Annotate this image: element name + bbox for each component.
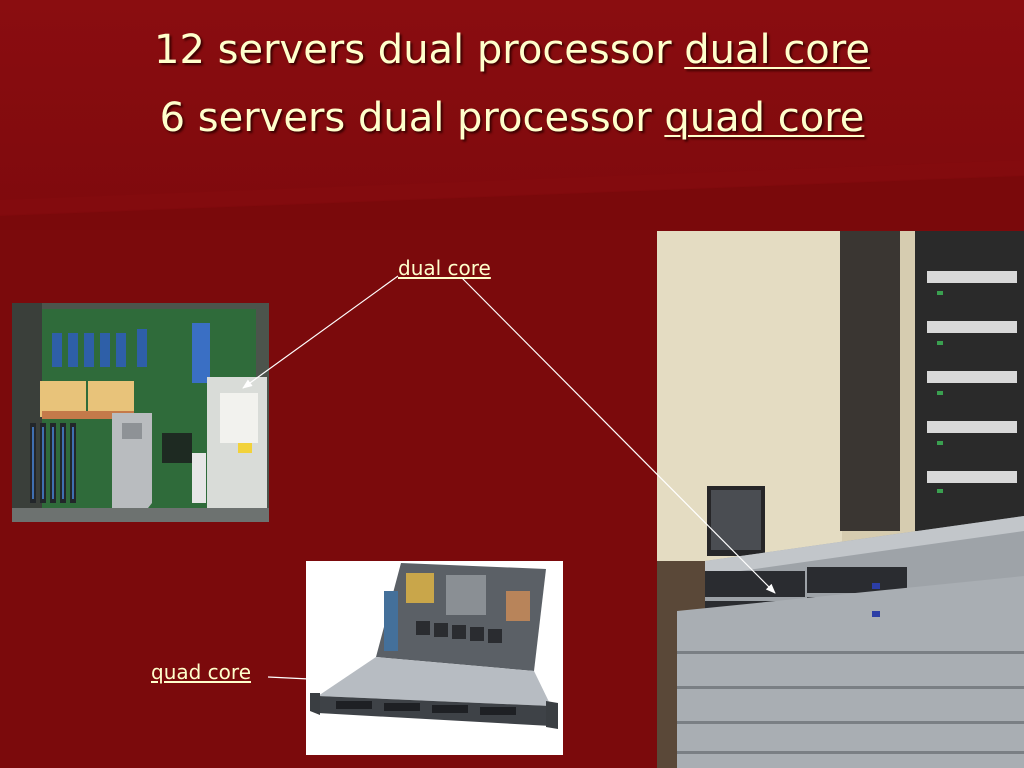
- photo-dual-core-server-open: [12, 303, 269, 522]
- quad-core-server-illustration: [306, 561, 563, 755]
- background-wedge: [0, 160, 1024, 230]
- server-board-illustration: [12, 303, 269, 522]
- title-line-1: 12 servers dual processor dual core: [0, 26, 1024, 74]
- title-line-2: 6 servers dual processor quad core: [0, 94, 1024, 142]
- photo-quad-core-server: [306, 561, 563, 755]
- callout-quad-core: quad core: [151, 660, 251, 684]
- callout-dual-core: dual core: [398, 256, 491, 280]
- title-line-1-prefix: 12 servers dual processor: [154, 27, 685, 73]
- title-line-1-emphasis: dual core: [684, 27, 870, 73]
- title-line-2-emphasis: quad core: [664, 95, 865, 141]
- server-stack-illustration: [657, 231, 1024, 768]
- title-line-2-prefix: 6 servers dual processor: [159, 95, 665, 141]
- photo-server-stack: [657, 231, 1024, 768]
